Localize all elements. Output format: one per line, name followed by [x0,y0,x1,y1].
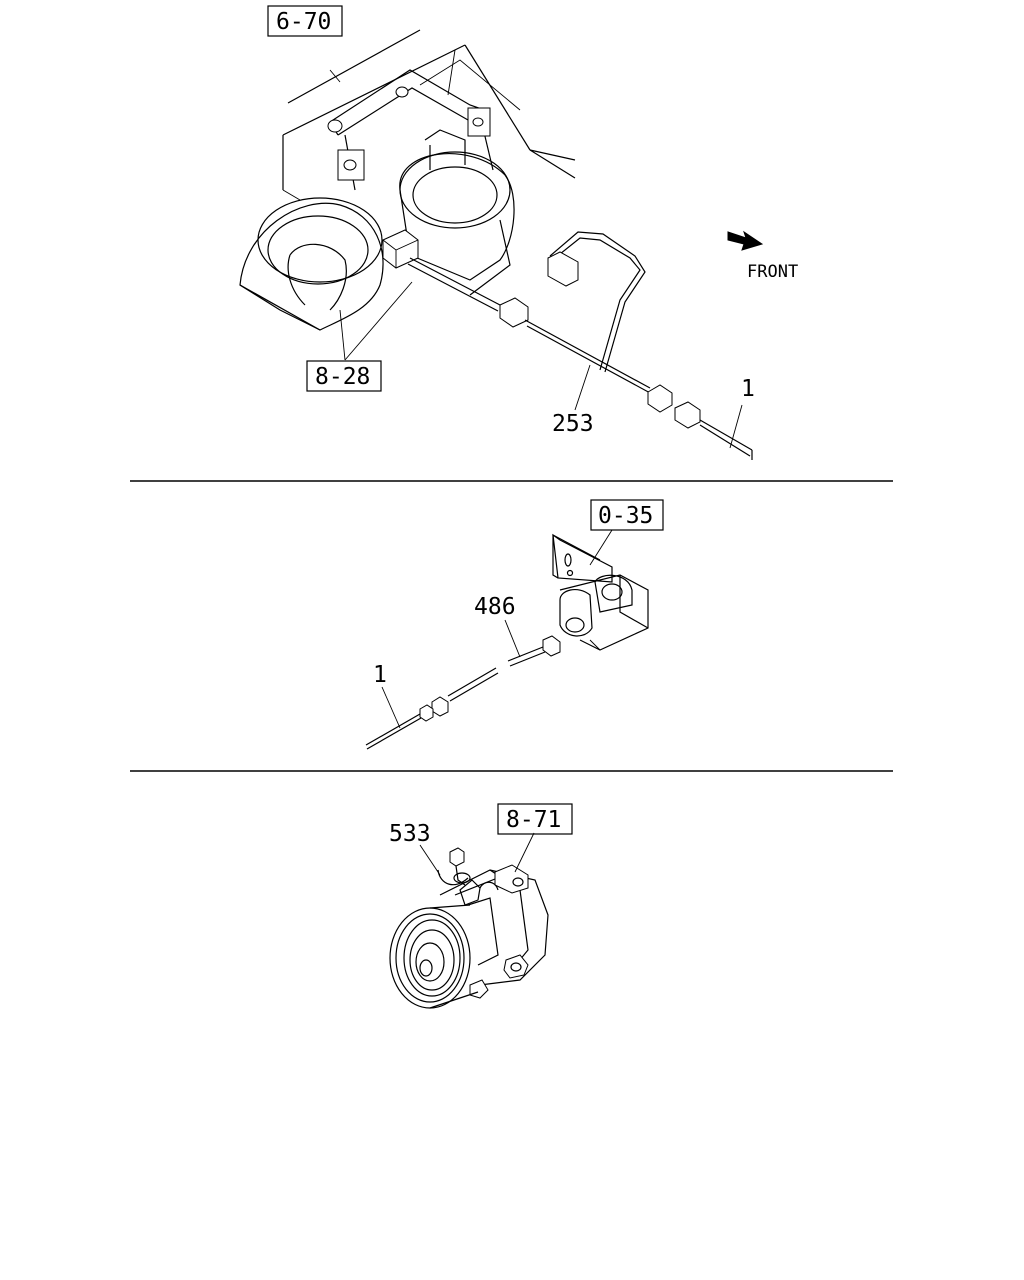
frame-structure [282,29,576,201]
ref-label-8-71: 8-71 [506,807,561,833]
horn-rear [399,129,515,296]
ref-box-0-35 [590,499,664,531]
part-number-1-top: 1 [741,376,755,402]
top-section: FRONT 6-70 8-28 253 1 [239,5,798,460]
leader-533 [419,844,441,876]
harness-253 [407,231,753,460]
part-number-253: 253 [552,411,594,437]
middle-section: 0-35 486 1 [365,499,664,750]
front-label: FRONT [747,262,798,282]
horn-bracket [327,69,494,191]
leader-6-70 [329,69,341,83]
leader-1-top [729,404,743,449]
leader-486 [504,619,521,658]
compressor [389,864,549,1009]
front-arrow-icon [727,230,764,251]
horn-front [239,197,384,331]
horn-connector [382,229,419,269]
leader-0-35 [589,529,613,566]
part-number-486: 486 [474,594,516,620]
ref-box-6-70 [267,5,343,37]
leader-8-28-b [344,281,413,361]
ref-box-8-71 [497,803,573,835]
leader-8-28-a [339,309,346,361]
ref-box-8-28 [306,360,382,392]
ref-label-8-28: 8-28 [315,364,370,390]
part-number-533: 533 [389,821,431,847]
leader-1-middle [381,686,401,729]
leader-8-71 [514,832,535,873]
ref-label-6-70: 6-70 [276,9,331,35]
sensor-533 [437,847,471,886]
leader-253 [574,364,591,411]
harness-486 [365,635,561,750]
bottom-section: 8-71 533 [389,803,573,1009]
ref-label-0-35: 0-35 [598,503,653,529]
switch-assembly [552,533,649,651]
part-number-1-middle: 1 [373,662,387,688]
